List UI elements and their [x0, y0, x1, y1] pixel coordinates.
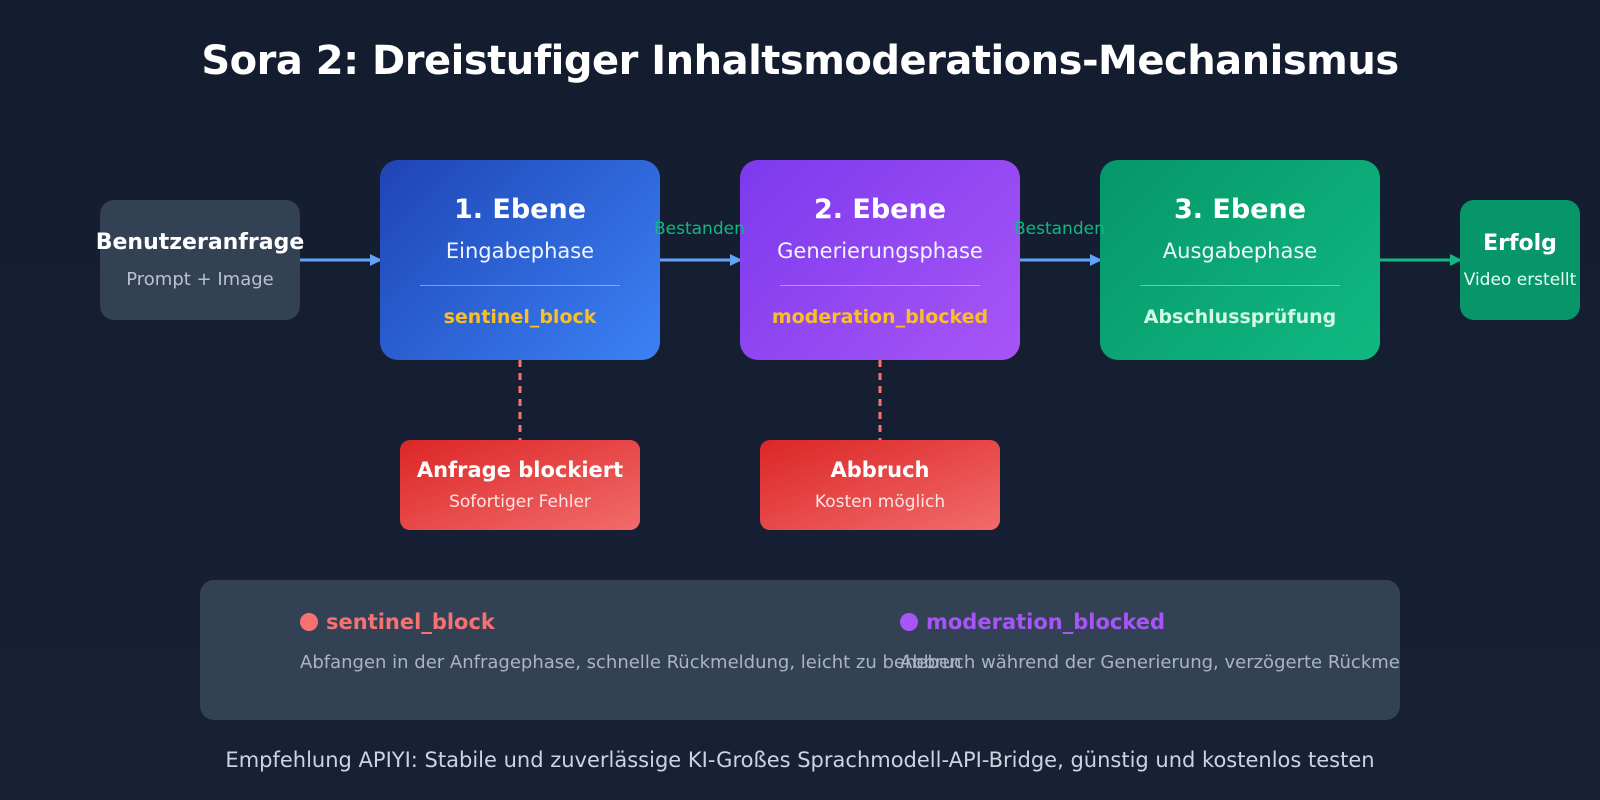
stage-3-phase: Ausgabephase	[1162, 239, 1318, 263]
diagram-title: Sora 2: Dreistufiger Inhaltsmoderations-…	[201, 38, 1399, 84]
user-request-node: Benutzeranfrage Prompt + Image	[96, 200, 304, 320]
legend-item-moderation: moderation_blocked Abbruch während der G…	[900, 610, 1400, 673]
block-request-blocked-title: Anfrage blockiert	[416, 458, 624, 482]
user-request-title: Benutzeranfrage	[95, 230, 305, 255]
stage-3-heading: 3. Ebene	[1173, 194, 1307, 225]
legend-desc-moderation: Abbruch während der Generierung, verzöge…	[900, 652, 1400, 673]
stage-1-divider	[420, 285, 620, 286]
block-abort: Abbruch Kosten möglich	[760, 440, 1000, 530]
success-node: Erfolg Video erstellt	[1460, 200, 1580, 320]
legend-dot-sentinel	[300, 613, 318, 631]
success-title: Erfolg	[1483, 230, 1557, 256]
stage-2-code: moderation_blocked	[771, 306, 989, 328]
stage-1-phase: Eingabephase	[445, 239, 595, 263]
legend-item-sentinel: sentinel_block Abfangen in der Anfrageph…	[300, 610, 961, 673]
arrow-label-passed-2: Bestanden	[1014, 219, 1105, 239]
stage-2-node: 2. Ebene Generierungsphase moderation_bl…	[740, 160, 1020, 360]
stage-2-heading: 2. Ebene	[813, 194, 947, 225]
stage-2-divider	[780, 285, 980, 286]
legend-label-moderation: moderation_blocked	[926, 610, 1166, 634]
legend-label-sentinel: sentinel_block	[326, 610, 495, 634]
stage-1-code: sentinel_block	[443, 306, 597, 328]
block-request-blocked-subtitle: Sofortiger Fehler	[449, 492, 591, 512]
stage-3-node: 3. Ebene Ausgabephase Abschlussprüfung	[1100, 160, 1380, 360]
stage-1-heading: 1. Ebene	[453, 194, 587, 225]
stage-2-phase: Generierungsphase	[777, 239, 983, 263]
block-request-blocked: Anfrage blockiert Sofortiger Fehler	[400, 440, 640, 530]
footer-recommendation: Empfehlung APIYI: Stabile und zuverlässi…	[225, 748, 1375, 772]
legend-desc-sentinel: Abfangen in der Anfragephase, schnelle R…	[300, 652, 962, 673]
stage-1-node: 1. Ebene Eingabephase sentinel_block	[380, 160, 660, 360]
legend-dot-moderation	[900, 613, 918, 631]
block-abort-title: Abbruch	[830, 458, 930, 482]
success-subtitle: Video erstellt	[1463, 269, 1577, 290]
arrow-label-passed-1: Bestanden	[654, 219, 745, 239]
stage-3-code: Abschlussprüfung	[1143, 306, 1337, 328]
user-request-subtitle: Prompt + Image	[126, 269, 274, 290]
legend-panel: sentinel_block Abfangen in der Anfrageph…	[200, 580, 1400, 720]
block-abort-subtitle: Kosten möglich	[814, 492, 946, 512]
stage-3-divider	[1140, 285, 1340, 286]
